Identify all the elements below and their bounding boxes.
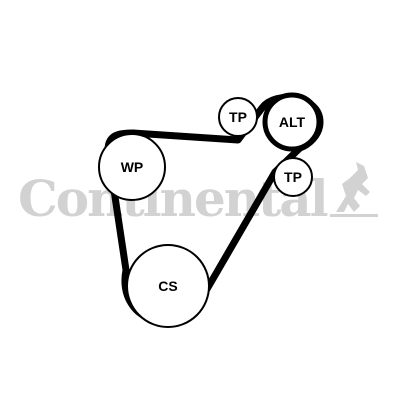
pulley-cs: CS [126, 244, 210, 328]
pulley-label-tp-top: TP [229, 109, 247, 125]
pulley-alt: ALT [262, 92, 322, 152]
continental-watermark: Continental [18, 162, 378, 228]
pulley-label-tp-right: TP [284, 169, 302, 185]
pulley-wp: WP [98, 133, 166, 201]
pulley-tp-right: TP [273, 157, 313, 197]
prancing-horse-icon [330, 162, 378, 217]
pulley-tp-top: TP [218, 97, 258, 137]
pulley-label-alt: ALT [279, 114, 306, 130]
pulley-label-wp: WP [121, 159, 144, 175]
pulley-label-cs: CS [158, 278, 177, 294]
